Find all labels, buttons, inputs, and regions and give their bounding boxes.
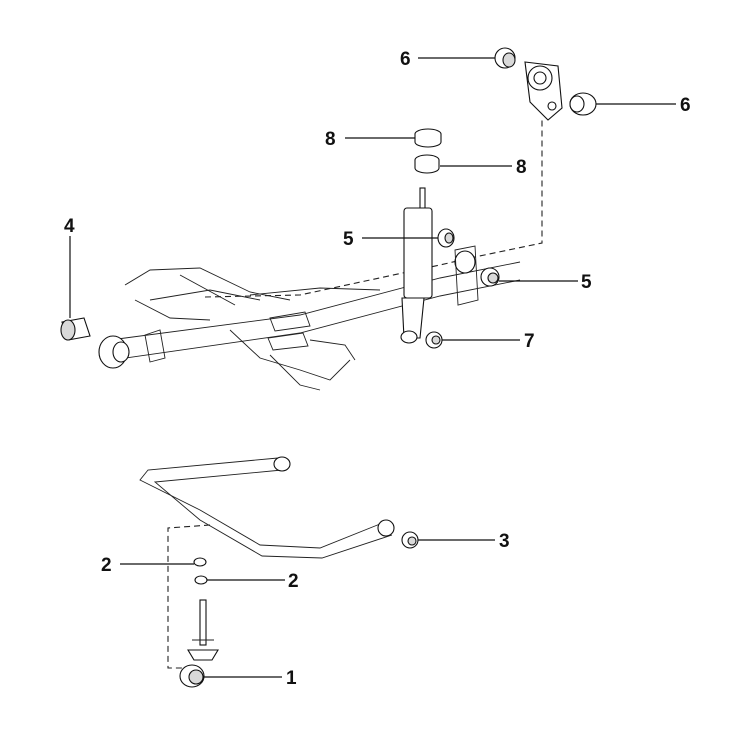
cushion-part-8-lower — [414, 154, 440, 174]
axle-frame-drawing — [98, 118, 543, 391]
stabilizer-link-drawing — [187, 599, 219, 661]
callout-8-upper: 8 — [325, 129, 336, 150]
bushing-part-4 — [60, 317, 91, 341]
callout-5-right: 5 — [581, 272, 592, 293]
bushing-part-5-right — [480, 267, 500, 287]
callout-5-left: 5 — [343, 229, 354, 250]
callout-8-lower: 8 — [516, 157, 527, 178]
callout-6-lower: 6 — [680, 95, 691, 116]
bushing-part-3 — [401, 531, 419, 549]
bushing-part-1 — [179, 664, 205, 688]
callout-6-upper: 6 — [400, 49, 411, 70]
bushing-part-6-lower — [569, 92, 597, 116]
cushion-part-8-upper — [414, 128, 442, 148]
washer-part-2-lower — [194, 575, 208, 585]
shock-absorber-drawing — [400, 187, 433, 344]
hanger-bracket-drawing — [524, 61, 563, 121]
washer-part-2-upper — [193, 557, 207, 567]
callout-2-upper: 2 — [101, 555, 112, 576]
bushing-part-5-left — [437, 228, 455, 248]
callout-7: 7 — [524, 331, 535, 352]
bushing-part-7 — [425, 331, 443, 349]
callout-labels: 6 6 8 8 4 5 5 7 3 2 2 1 — [64, 49, 691, 689]
bushing-part-6-upper — [494, 47, 516, 69]
callout-4: 4 — [64, 216, 75, 237]
stabilizer-bar-drawing — [139, 456, 395, 669]
callout-1: 1 — [286, 668, 297, 689]
callout-2-lower: 2 — [288, 571, 299, 592]
callout-3: 3 — [499, 531, 510, 552]
leader-lines — [69, 57, 676, 678]
